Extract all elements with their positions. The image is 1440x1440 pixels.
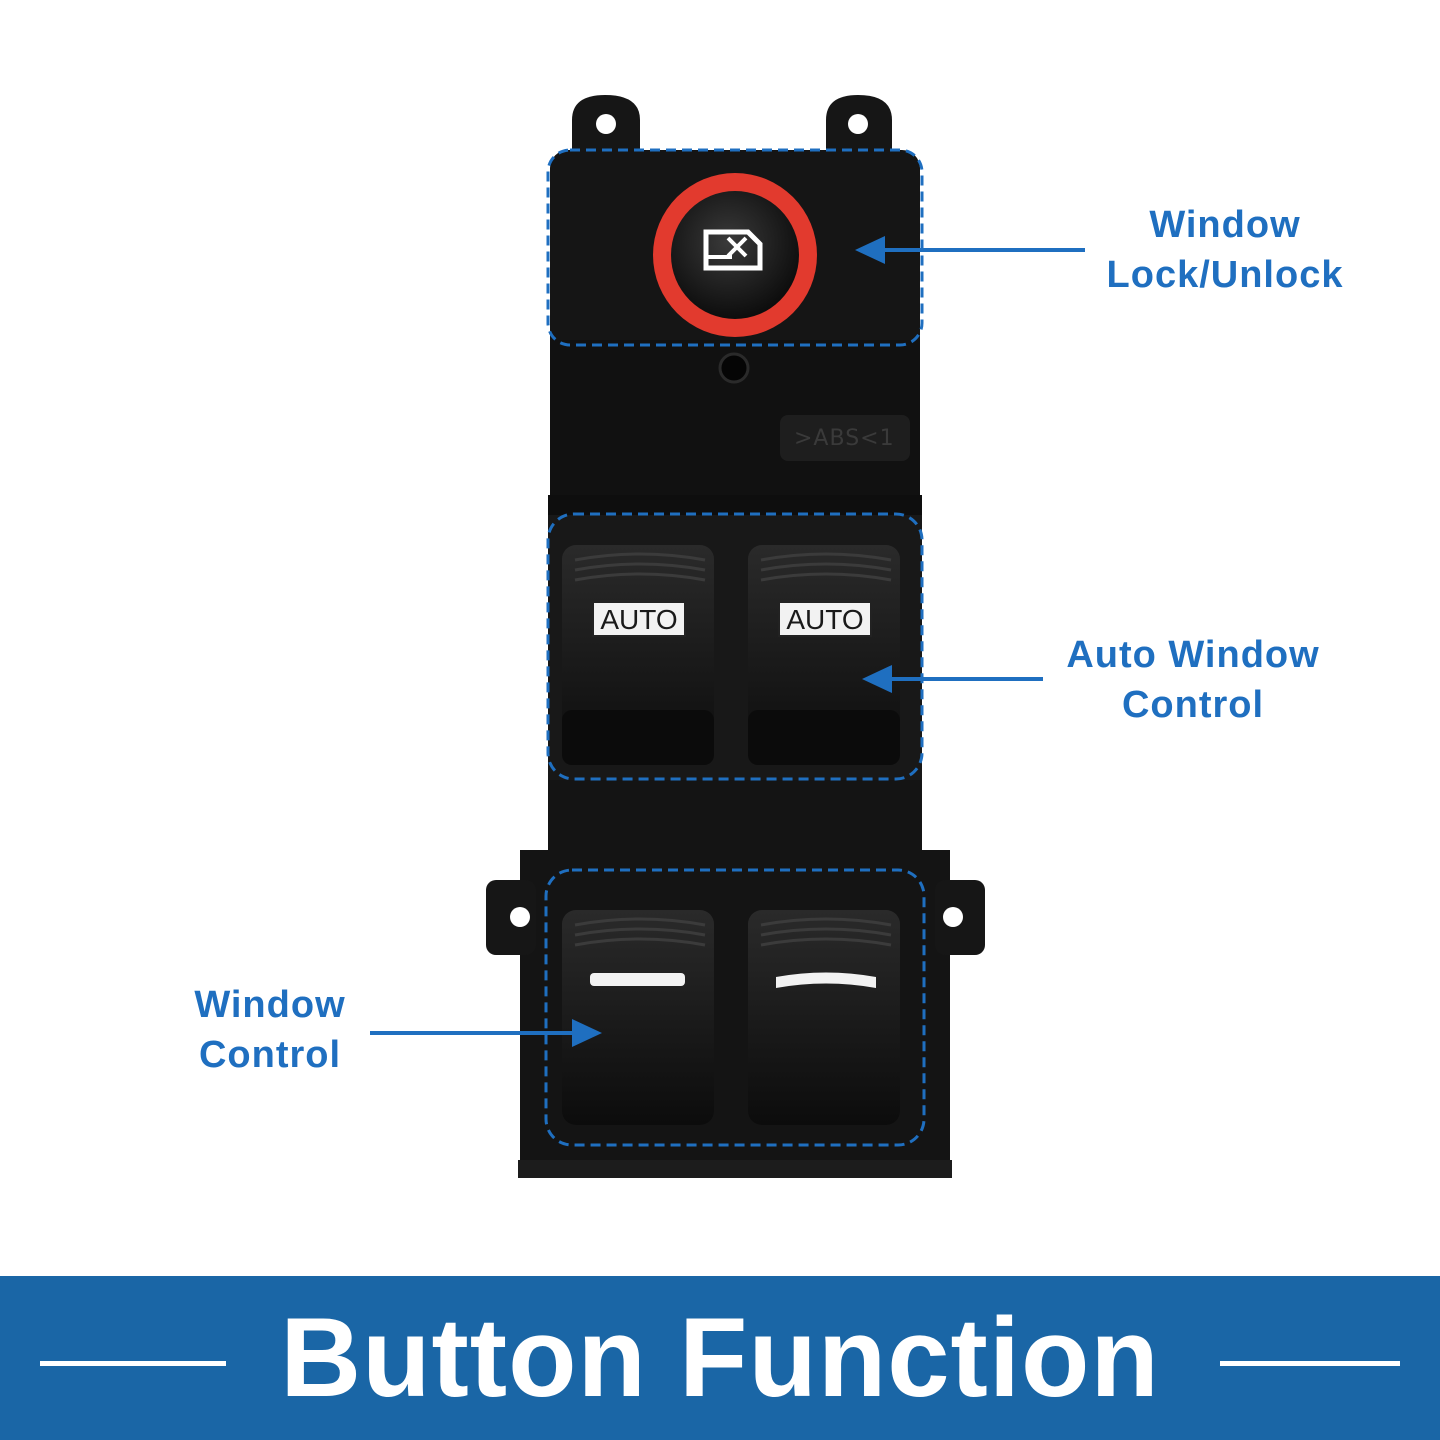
lock-callout-line1: Window [1149, 204, 1301, 246]
window-switch-illustration [370, 95, 1085, 1178]
manual-callout-line2: Control [198, 1034, 342, 1076]
lock-highlight-region [546, 148, 924, 347]
mounting-tab-right [935, 880, 985, 955]
auto-label-right: AUTO [778, 601, 872, 637]
auto-label-left: AUTO [592, 601, 686, 637]
manual-callout-label: Window Control [170, 980, 370, 1080]
mounting-tab-left [486, 880, 536, 955]
auto-window-button-right[interactable] [748, 545, 900, 765]
window-control-highlight-region [544, 868, 926, 1147]
auto-control-highlight-region [546, 512, 924, 781]
mounting-tab-top-left [572, 95, 640, 155]
manual-callout-line1: Window [194, 984, 346, 1026]
auto-callout-arrow [862, 665, 1043, 693]
lock-callout-label: Window Lock/Unlock [1080, 200, 1370, 300]
auto-callout-line1: Auto Window [1066, 634, 1320, 676]
banner-title: Button Function [280, 1295, 1160, 1420]
abs-mark: >ABS<1 [794, 426, 895, 451]
manual-callout-arrow [370, 1019, 602, 1047]
title-banner [0, 1276, 1440, 1440]
window-button-right[interactable] [748, 910, 900, 1125]
lock-callout-arrow [855, 236, 1085, 264]
auto-callout-label: Auto Window Control [1043, 630, 1343, 730]
window-lock-knob[interactable] [653, 173, 817, 337]
lock-callout-line2: Lock/Unlock [1106, 254, 1344, 296]
window-lock-icon [703, 229, 763, 271]
mounting-tab-top-right [826, 95, 892, 155]
screw-hole [718, 352, 750, 384]
abs-mark-plate [780, 415, 910, 461]
banner-rule-right [1220, 1361, 1400, 1366]
auto-callout-line2: Control [1121, 684, 1265, 726]
banner-rule-left [40, 1361, 226, 1366]
window-button-left[interactable] [562, 910, 714, 1125]
auto-window-button-left[interactable] [562, 545, 714, 765]
